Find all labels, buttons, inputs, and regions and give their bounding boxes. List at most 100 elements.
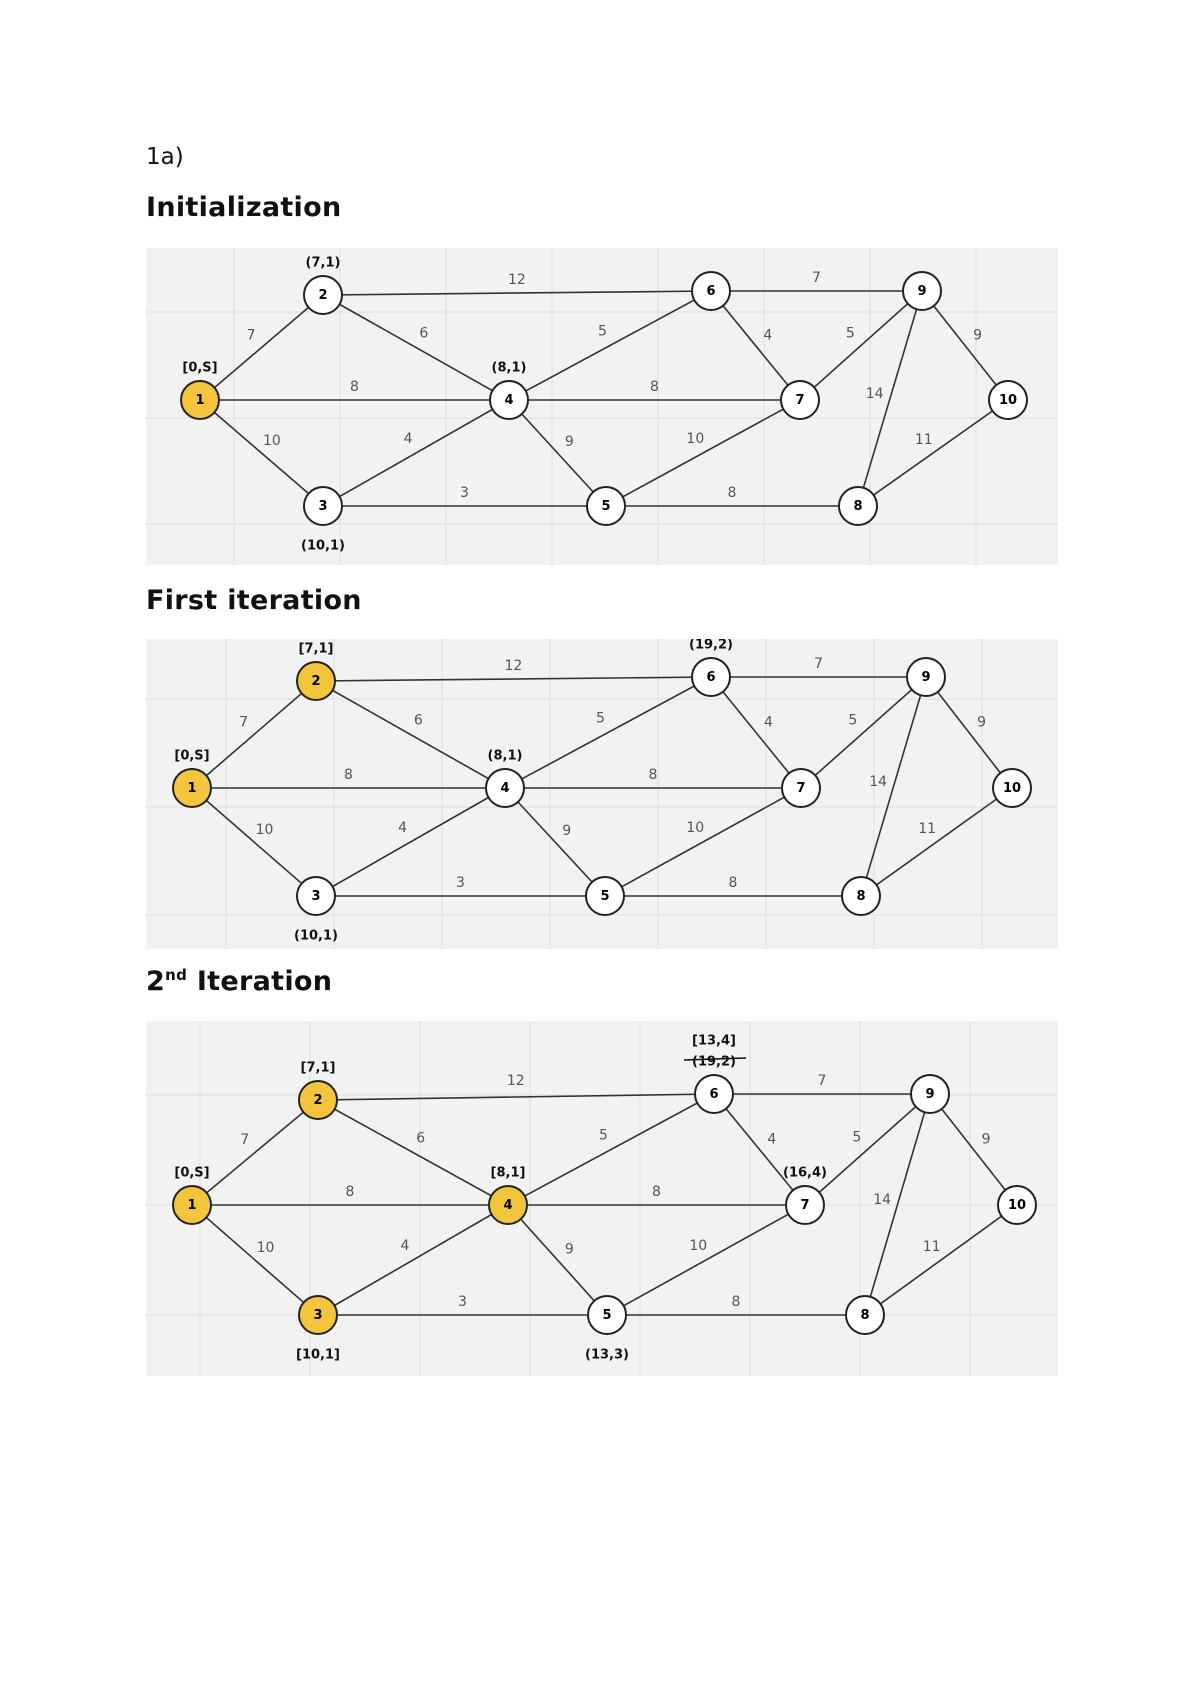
node-10-label: 10 <box>999 393 1017 408</box>
title-text: Iteration <box>187 966 333 997</box>
node-1-label: 1 <box>187 781 196 796</box>
node-9-label: 9 <box>917 284 926 299</box>
edge-weight-6-9: 7 <box>814 656 823 672</box>
edge-weight-7-9: 5 <box>846 326 855 342</box>
edge-weight-8-10: 11 <box>923 1239 941 1255</box>
node-4-circle <box>485 768 525 808</box>
node-4-label: 4 <box>500 781 509 796</box>
edge-6-7 <box>713 1093 806 1206</box>
node-9-circle <box>906 657 946 697</box>
edge-7-9 <box>800 676 927 789</box>
node-3-distance-label: [10,1] <box>296 1348 340 1363</box>
edge-2-6 <box>322 290 712 296</box>
strikethrough-line <box>683 1057 747 1061</box>
edge-7-9 <box>799 290 923 401</box>
edge-weight-1-3: 10 <box>263 433 281 449</box>
node-2-circle <box>303 275 343 315</box>
edge-weight-1-2: 7 <box>247 327 256 343</box>
node-10-label: 10 <box>1003 781 1021 796</box>
edge-6-7 <box>710 290 801 401</box>
edge-2-4 <box>315 680 506 789</box>
edge-weight-1-3: 10 <box>257 1240 275 1256</box>
node-9: 9 <box>910 1074 950 1114</box>
edge-9-8 <box>864 1093 931 1316</box>
edge-weight-1-2: 7 <box>239 714 248 730</box>
edge-weight-4-5: 9 <box>565 1241 574 1257</box>
edge-weight-6-7: 4 <box>764 714 773 730</box>
node-5-label: 5 <box>602 1308 611 1323</box>
node-6-distance-label: [13,4] <box>692 1034 736 1049</box>
node-6-label: 6 <box>706 670 715 685</box>
node-1: 1 <box>180 380 220 420</box>
node-5-label: 5 <box>600 889 609 904</box>
node-8-circle <box>838 486 878 526</box>
edge-9-10 <box>929 1093 1018 1206</box>
node-4-label: 4 <box>503 1198 512 1213</box>
edge-weight-6-9: 7 <box>812 270 821 286</box>
edge-weight-3-5: 3 <box>458 1294 467 1310</box>
node-3-label: 3 <box>318 499 327 514</box>
node-5-circle <box>587 1295 627 1335</box>
node-5: 5 <box>587 1295 627 1335</box>
edge-1-2 <box>199 294 324 401</box>
edge-weight-3-4: 4 <box>401 1238 410 1254</box>
node-4-circle <box>489 380 529 420</box>
node-9-label: 9 <box>921 670 930 685</box>
node-5-label: 5 <box>601 499 610 514</box>
edge-weight-4-5: 9 <box>562 823 571 839</box>
node-8-circle <box>845 1295 885 1335</box>
node-4-distance-label: (8,1) <box>488 749 523 764</box>
node-9-circle <box>910 1074 950 1114</box>
edge-7-9 <box>804 1093 931 1206</box>
node-10-circle <box>997 1185 1037 1225</box>
edge-5-7 <box>605 399 801 507</box>
section-title-initialization: Initialization <box>146 192 342 223</box>
edge-4-5 <box>504 787 606 897</box>
node-10: 10 <box>997 1185 1037 1225</box>
node-3-circle <box>296 876 336 916</box>
edge-2-6 <box>315 676 712 682</box>
title-ordinal: nd <box>165 966 188 984</box>
node-3-circle <box>303 486 343 526</box>
edge-weight-3-4: 4 <box>398 820 407 836</box>
edge-weight-6-9: 7 <box>818 1073 827 1089</box>
edge-weight-4-6: 5 <box>599 1127 608 1143</box>
edge-weight-7-9: 5 <box>852 1130 861 1146</box>
node-1: 1 <box>172 1185 212 1225</box>
edge-weight-4-5: 9 <box>565 434 574 450</box>
node-3: 3 <box>303 486 343 526</box>
edge-8-10 <box>857 399 1009 507</box>
edge-weight-3-5: 3 <box>460 485 469 501</box>
node-2-label: 2 <box>311 674 320 689</box>
edge-weight-6-7: 4 <box>767 1131 776 1147</box>
node-7: 7 <box>781 768 821 808</box>
node-7-label: 7 <box>800 1198 809 1213</box>
node-8-label: 8 <box>856 889 865 904</box>
edge-9-8 <box>860 676 927 897</box>
node-8: 8 <box>845 1295 885 1335</box>
node-4: 4 <box>485 768 525 808</box>
node-10-circle <box>992 768 1032 808</box>
node-4-circle <box>488 1185 528 1225</box>
node-6: 6 <box>691 271 731 311</box>
edge-weight-1-2: 7 <box>240 1132 249 1148</box>
edge-3-4 <box>315 787 506 897</box>
node-10: 10 <box>988 380 1028 420</box>
node-8-circle <box>841 876 881 916</box>
edge-weight-5-7: 10 <box>686 431 704 447</box>
edge-1-2 <box>191 1099 319 1206</box>
title-number: 2 <box>146 966 166 997</box>
node-2-label: 2 <box>318 288 327 303</box>
edge-4-6 <box>507 1093 715 1206</box>
edge-weight-8-10: 11 <box>918 821 936 837</box>
edge-5-7 <box>604 787 802 897</box>
node-7-circle <box>780 380 820 420</box>
node-1-distance-label: [0,S] <box>174 1166 209 1181</box>
node-1: 1 <box>172 768 212 808</box>
node-3: 3 <box>298 1295 338 1335</box>
edge-weight-5-8: 8 <box>728 485 737 501</box>
node-6-distance-label: (19,2) <box>692 1055 736 1070</box>
node-8: 8 <box>838 486 878 526</box>
node-10-circle <box>988 380 1028 420</box>
